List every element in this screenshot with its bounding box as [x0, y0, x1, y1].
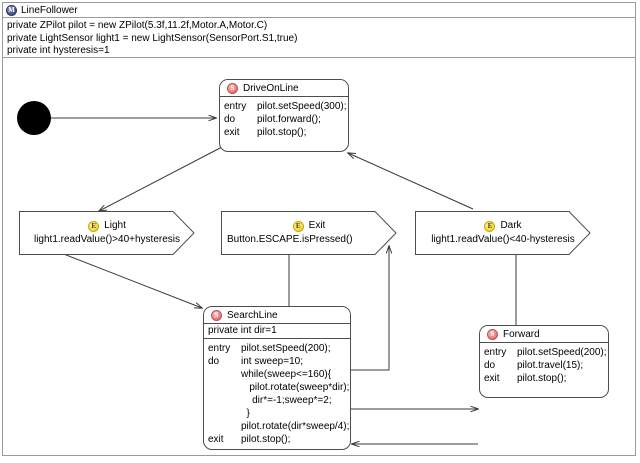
state-node-searchline[interactable]: S SearchLine private int dir=1 entry pil…	[203, 306, 351, 450]
state-row: exit pilot.stop();	[208, 433, 346, 446]
state-row-continuation: pilot.rotate(sweep*dir);	[241, 382, 350, 393]
state-row-keyword: do	[208, 356, 220, 367]
class-frame: M LineFollower private ZPilot pilot = ne…	[2, 2, 636, 456]
state-row-statement: pilot.travel(15);	[517, 360, 584, 371]
event-badge-icon: E	[484, 220, 496, 232]
state-row: do int sweep=10;	[208, 355, 346, 368]
event-badge-icon: E	[88, 220, 100, 232]
class-attribute-line: private LightSensor light1 = new LightSe…	[7, 32, 298, 44]
state-body-driveonline: entry pilot.setSpeed(300); do pilot.forw…	[220, 97, 348, 142]
transition-guard-label: Button.ESCAPE.isPressed()	[227, 234, 353, 245]
class-attribute-compartment: private ZPilot pilot = new ZPilot(5.3f,1…	[3, 18, 635, 58]
state-node-forward[interactable]: S Forward entry pilot.setSpeed(200); do …	[479, 325, 609, 398]
transition-light[interactable]: E Light light1.readValue()>40+hysteresis	[19, 211, 195, 255]
state-badge-icon: S	[211, 309, 222, 321]
state-row-keyword: exit	[208, 434, 224, 445]
state-row-statement: pilot.stop();	[241, 434, 291, 445]
state-badge-icon: S	[227, 82, 238, 94]
state-row-statement: pilot.setSpeed(300);	[257, 101, 347, 112]
state-row: entry pilot.setSpeed(300);	[224, 100, 347, 113]
initial-pseudostate[interactable]	[17, 101, 51, 135]
class-badge-icon: M	[6, 4, 17, 16]
state-row-keyword: entry	[484, 347, 507, 358]
chevron-shape	[19, 211, 195, 255]
state-row-statement: pilot.setSpeed(200);	[241, 343, 331, 354]
state-row-statement: int sweep=10;	[241, 356, 303, 367]
class-attribute-line: private ZPilot pilot = new ZPilot(5.3f,1…	[7, 20, 268, 31]
state-name-label: SearchLine	[227, 309, 278, 321]
state-row-keyword: entry	[208, 343, 231, 354]
state-header-driveonline: S DriveOnLine	[220, 80, 348, 97]
state-name-label: Forward	[503, 328, 540, 340]
transition-title-exit: E Exit	[292, 220, 326, 232]
transition-title-light: E Light	[88, 220, 126, 232]
state-row: do pilot.forward();	[224, 113, 344, 126]
state-row: exit pilot.stop();	[224, 126, 344, 139]
page-title: LineFollower	[21, 4, 78, 16]
state-row-keyword: do	[484, 360, 496, 371]
transition-name-label: Light	[104, 220, 126, 231]
state-row: exit pilot.stop();	[484, 372, 604, 385]
class-title-bar: M LineFollower	[3, 3, 635, 18]
state-row: entry pilot.setSpeed(200);	[208, 342, 346, 355]
state-row-keyword: entry	[224, 101, 247, 112]
transition-guard-label: light1.readValue()<40-hysteresis	[431, 234, 575, 245]
state-row-continuation: while(sweep<=160){	[241, 369, 332, 380]
state-attribute-searchline: private int dir=1	[204, 324, 350, 339]
state-row: do pilot.travel(15);	[484, 359, 604, 372]
state-machine-canvas: S DriveOnLine entry pilot.setSpeed(300);…	[3, 59, 635, 455]
state-row: entry pilot.setSpeed(200);	[484, 346, 607, 359]
state-name-label: DriveOnLine	[243, 82, 299, 94]
state-row-continuation: }	[241, 408, 250, 419]
state-badge-icon: S	[487, 328, 498, 340]
state-header-forward: S Forward	[480, 326, 608, 343]
transition-name-label: Dark	[500, 220, 522, 231]
event-badge-icon: E	[292, 220, 304, 232]
state-row-statement: pilot.stop();	[517, 373, 567, 384]
state-row-statement: pilot.stop();	[257, 127, 307, 138]
state-row-statement: pilot.forward();	[257, 114, 321, 125]
connector-driveonline-to-light	[99, 146, 223, 211]
chevron-shape	[415, 211, 591, 255]
connector-dark-to-driveonline	[348, 153, 474, 210]
state-body-searchline: entry pilot.setSpeed(200); do int sweep=…	[204, 339, 350, 449]
state-row-keyword: do	[224, 114, 236, 125]
state-row-continuation: dir*=-1;sweep*=2;	[241, 395, 332, 406]
class-attribute-line: private int hysteresis=1	[7, 45, 110, 56]
state-row-statement: pilot.setSpeed(200);	[517, 347, 607, 358]
state-row-keyword: exit	[484, 373, 500, 384]
state-row-continuation: pilot.rotate(dir*sweep/4);	[241, 421, 350, 432]
transition-name-label: Exit	[308, 220, 326, 231]
state-row-keyword: exit	[224, 127, 240, 138]
chevron-shape	[221, 211, 397, 255]
state-body-forward: entry pilot.setSpeed(200); do pilot.trav…	[480, 343, 608, 388]
state-node-driveonline[interactable]: S DriveOnLine entry pilot.setSpeed(300);…	[219, 79, 349, 152]
connector-searchline-to-dark	[350, 246, 389, 371]
transition-guard-label: light1.readValue()>40+hysteresis	[33, 234, 180, 245]
transition-dark[interactable]: E Dark light1.readValue()<40-hysteresis	[415, 211, 591, 255]
transition-exit[interactable]: E Exit Button.ESCAPE.isPressed()	[221, 211, 397, 255]
transition-title-dark: E Dark	[484, 220, 522, 232]
state-header-searchline: S SearchLine	[204, 307, 350, 324]
